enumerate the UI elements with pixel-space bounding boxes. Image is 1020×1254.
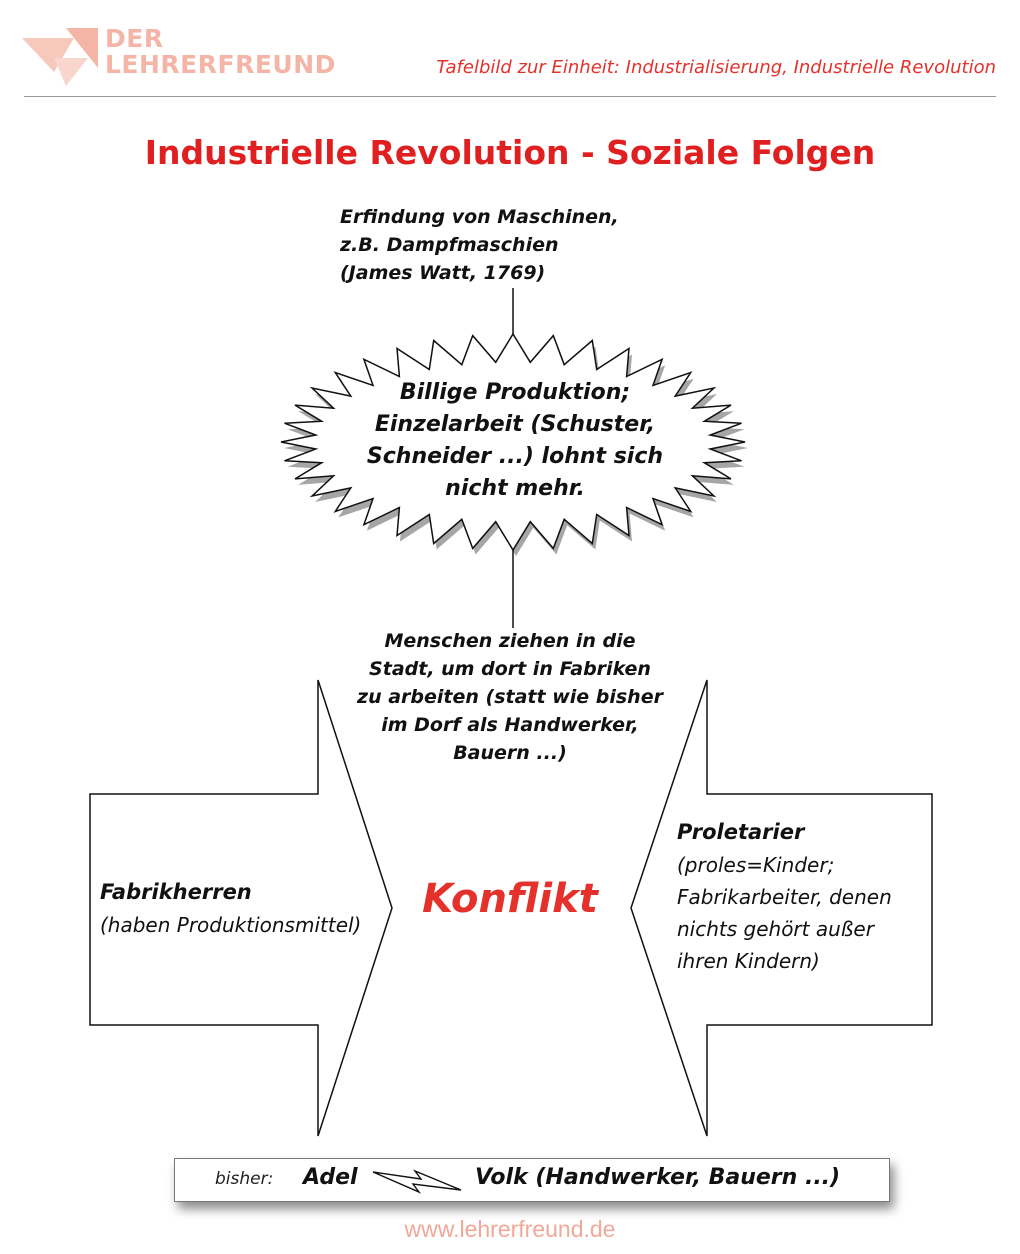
volk-label: Volk (Handwerker, Bauern ...) bbox=[475, 1165, 841, 1190]
fabrikherren-title: Fabrikherren bbox=[100, 880, 252, 904]
burst-line1: Billige Produktion; bbox=[399, 380, 631, 405]
proletarier-line4: ihren Kindern) bbox=[677, 949, 820, 973]
left-arrow-shape bbox=[89, 679, 393, 1137]
header-subtitle: Tafelbild zur Einheit: Industrialisierun… bbox=[436, 57, 996, 78]
cause-line1: Erfindung von Maschinen, bbox=[340, 206, 619, 228]
migration-text: Menschen ziehen in die Stadt, um dort in… bbox=[330, 627, 690, 767]
cause-line2: z.B. Dampfmaschien bbox=[340, 234, 559, 256]
adel-label: Adel bbox=[303, 1165, 358, 1190]
migration-line1: Menschen ziehen in die bbox=[384, 630, 636, 652]
proletarier-title: Proletarier bbox=[677, 820, 805, 844]
proletarier-line1: (proles=Kinder; bbox=[677, 853, 835, 877]
lehrerfreund-logo-icon bbox=[22, 28, 98, 86]
site-url: www.lehrerfreund.de bbox=[404, 1216, 616, 1242]
lightning-bolt-icon bbox=[372, 1169, 462, 1194]
logo-line2: LEHRERFREUND bbox=[105, 50, 336, 79]
cause-line3: (James Watt, 1769) bbox=[340, 262, 546, 284]
previous-order-box: bisher: Adel Volk (Handwerker, Bauern ..… bbox=[174, 1158, 890, 1202]
cause-text: Erfindung von Maschinen, z.B. Dampfmasch… bbox=[340, 203, 700, 287]
migration-line2: Stadt, um dort in Fabriken bbox=[369, 658, 651, 680]
proletarier-line2: Fabrikarbeiter, denen bbox=[677, 885, 892, 909]
logo-line1: DER bbox=[105, 24, 164, 53]
header-divider bbox=[24, 96, 996, 97]
migration-line5: Bauern ...) bbox=[453, 742, 567, 764]
burst-line2: Einzelarbeit (Schuster, bbox=[374, 412, 656, 437]
burst-text: Billige Produktion; Einzelarbeit (Schust… bbox=[330, 377, 700, 505]
migration-line4: im Dorf als Handwerker, bbox=[381, 714, 639, 736]
right-arrow-shape bbox=[630, 679, 933, 1137]
burst-shape bbox=[280, 332, 748, 556]
burst-line3: Schneider ...) lohnt sich bbox=[366, 444, 664, 469]
logo-wordmark: DER LEHRERFREUND bbox=[105, 26, 336, 78]
page-title: Industrielle Revolution - Soziale Folgen bbox=[144, 133, 876, 172]
bisher-label: bisher: bbox=[215, 1169, 274, 1189]
fabrikherren-sub: (haben Produktionsmittel) bbox=[100, 913, 362, 937]
migration-line3: zu arbeiten (statt wie bisher bbox=[357, 686, 663, 708]
fabrikherren-label: Fabrikherren (haben Produktionsmittel) bbox=[100, 876, 400, 941]
burst-line4: nicht mehr. bbox=[445, 476, 585, 501]
conflict-label: Konflikt bbox=[422, 876, 598, 922]
proletarier-label: Proletarier (proles=Kinder; Fabrikarbeit… bbox=[677, 816, 927, 977]
proletarier-line3: nichts gehört außer bbox=[677, 917, 874, 941]
